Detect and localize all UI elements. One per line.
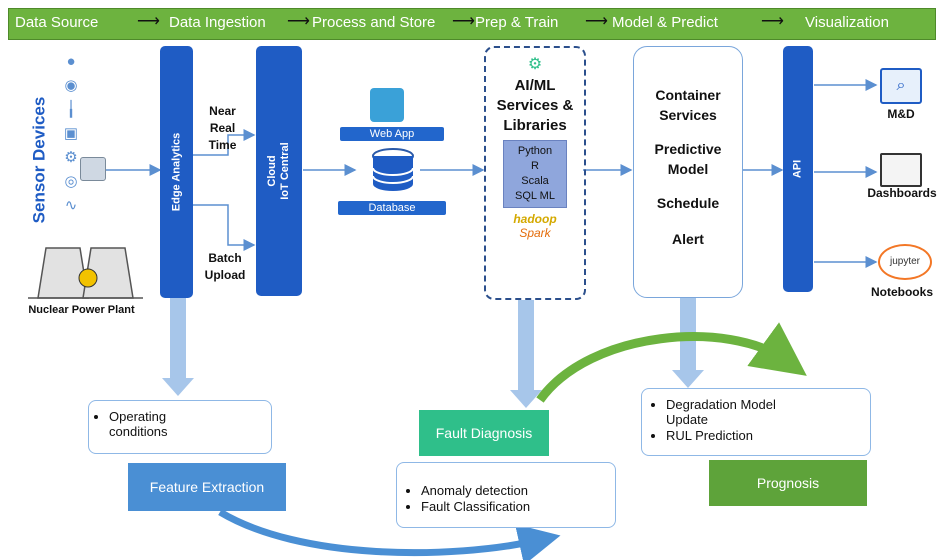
step-process-store: Process and Store bbox=[312, 14, 436, 31]
database-label: Database bbox=[338, 201, 446, 215]
fault-details-box: Anomaly detection Fault Classification bbox=[396, 462, 616, 528]
location-pin-icon: ● bbox=[66, 53, 76, 70]
fault-diagnosis-block: Fault Diagnosis bbox=[419, 410, 549, 456]
alert-label: Alert bbox=[672, 231, 704, 247]
output-dashboards: Dashboards bbox=[867, 186, 937, 200]
operating-conditions-item: Operating conditions bbox=[109, 409, 219, 439]
batch-upload-label: Batch Upload bbox=[204, 251, 246, 282]
prognosis-details-box: Degradation Model Update RUL Prediction bbox=[641, 388, 871, 456]
fault-item-anomaly: Anomaly detection bbox=[421, 483, 615, 498]
jupyter-logo: jupyter bbox=[878, 244, 932, 280]
sensor-hub-icon bbox=[80, 157, 106, 181]
iot-central-name: IoT Central bbox=[279, 142, 291, 200]
settings-icon: ⚙ bbox=[64, 149, 78, 166]
aiml-title: AI/ML Services & Libraries bbox=[496, 77, 574, 134]
magnifier-icon: ⌕ bbox=[880, 68, 922, 104]
aiml-services-box: ⚙ AI/ML Services & Libraries Python R Sc… bbox=[484, 46, 586, 300]
step-prep-train: Prep & Train bbox=[475, 14, 559, 31]
language-list: Python R Scala SQL ML bbox=[503, 140, 567, 208]
lang-sqlml: SQL ML bbox=[515, 190, 555, 202]
web-app-label: Web App bbox=[340, 127, 444, 141]
aiml-icon: ⚙ bbox=[527, 56, 543, 73]
lang-r: R bbox=[531, 160, 539, 172]
operating-conditions-box: Operating conditions bbox=[88, 400, 272, 454]
hadoop-logo: hadoop bbox=[513, 212, 557, 226]
panel-icon: ▣ bbox=[63, 125, 79, 142]
sensor-devices-label: Sensor Devices bbox=[29, 96, 49, 224]
near-real-time-label: Near Real Time bbox=[208, 104, 237, 152]
header-arrow-icon: ⟶ bbox=[761, 13, 784, 30]
signal-icon: ◎ bbox=[64, 173, 78, 190]
step-visualization: Visualization bbox=[805, 14, 889, 31]
output-md: M&D bbox=[887, 107, 915, 121]
dashboard-chart-icon bbox=[880, 153, 922, 187]
header-arrow-icon: ⟶ bbox=[452, 13, 475, 30]
header-arrow-icon: ⟶ bbox=[585, 13, 608, 30]
header-arrow-icon: ⟶ bbox=[287, 13, 310, 30]
gauge-icon: ◉ bbox=[64, 77, 78, 94]
prognosis-item-degradation: Degradation Model Update bbox=[666, 397, 816, 427]
step-data-ingestion: Data Ingestion bbox=[169, 14, 266, 31]
edge-analytics-bar: Edge Analytics bbox=[160, 46, 193, 298]
step-model-predict: Model & Predict bbox=[612, 14, 718, 31]
output-notebooks: Notebooks bbox=[870, 285, 933, 299]
api-bar: API bbox=[783, 46, 813, 292]
database-icon bbox=[372, 148, 414, 191]
prognosis-item-rul: RUL Prediction bbox=[666, 428, 870, 443]
iot-central-bar: Cloud IoT Central bbox=[256, 46, 302, 296]
process-header-bar: Data Source ⟶ Data Ingestion ⟶ Process a… bbox=[8, 8, 936, 40]
fault-item-classification: Fault Classification bbox=[421, 499, 615, 514]
spark-logo: Spark bbox=[519, 226, 551, 240]
sensor-icons: ● ◉ ╽ ▣ ⚙ ◎ ∿ bbox=[60, 50, 82, 218]
api-label: API bbox=[791, 159, 804, 179]
pulse-icon: ∿ bbox=[64, 197, 78, 214]
thermometer-icon: ╽ bbox=[66, 101, 76, 118]
plant-label: Nuclear Power Plant bbox=[28, 304, 135, 316]
lang-scala: Scala bbox=[521, 175, 549, 187]
prognosis-block: Prognosis bbox=[709, 460, 867, 506]
lang-python: Python bbox=[517, 145, 553, 157]
web-app-icon bbox=[370, 88, 404, 122]
edge-analytics-label: Edge Analytics bbox=[170, 132, 182, 212]
container-services-box: Container Services Predictive Model Sche… bbox=[633, 46, 743, 298]
iot-central-label: Cloud IoT Central bbox=[266, 142, 292, 199]
step-data-source: Data Source bbox=[15, 14, 99, 31]
cloud-label: Cloud bbox=[266, 155, 278, 187]
feature-extraction-block: Feature Extraction bbox=[128, 463, 286, 511]
schedule-label: Schedule bbox=[656, 195, 720, 211]
predictive-model-label: Predictive Model bbox=[654, 141, 722, 177]
nuclear-plant-icon bbox=[28, 247, 143, 299]
container-services-label: Container Services bbox=[655, 87, 721, 123]
sensor-devices-label-wrap: Sensor Devices bbox=[24, 90, 54, 230]
header-arrow-icon: ⟶ bbox=[137, 13, 160, 30]
